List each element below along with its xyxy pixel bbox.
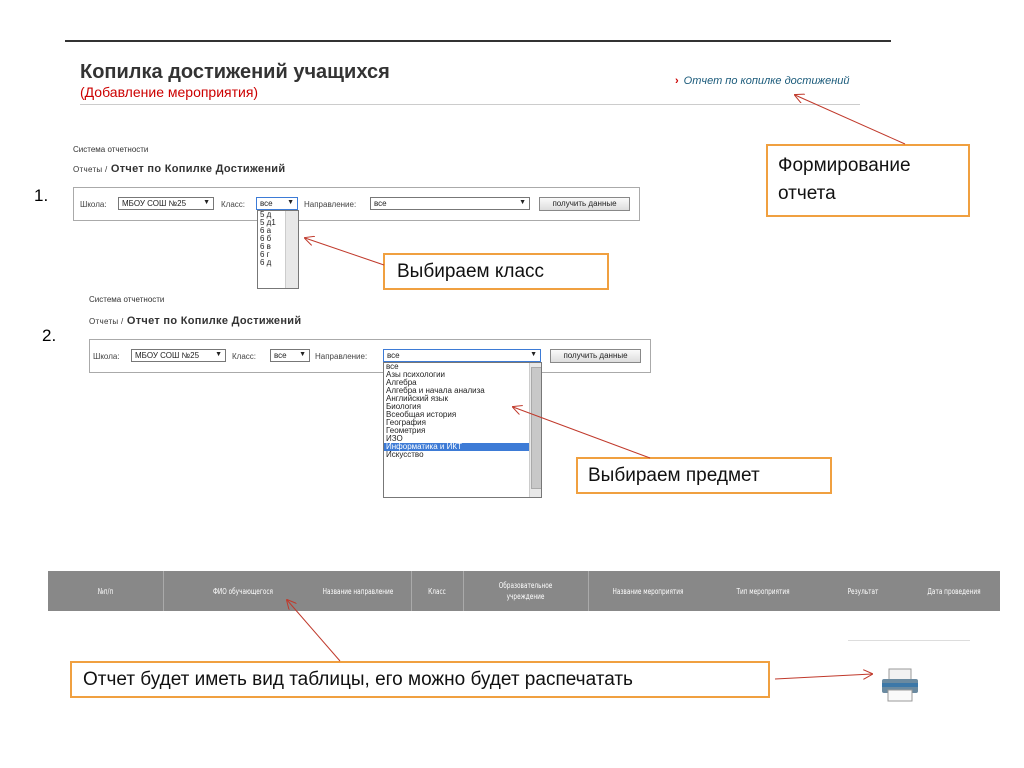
report-heading: Отчет по Копилке Достижений: [126, 315, 302, 327]
column-header: Класс: [428, 586, 446, 596]
class-dropdown-list[interactable]: 5 д 5 д1 6 а 6 б 6 в 6 г 6 д: [257, 210, 299, 289]
direction-select[interactable]: все ▼: [383, 349, 541, 362]
report-heading: Отчет по Копилке Достижений: [110, 163, 286, 175]
direction-option[interactable]: все: [386, 362, 399, 371]
class-select[interactable]: все ▼: [270, 349, 310, 362]
breadcrumb-reports[interactable]: Отчеты /: [73, 165, 108, 174]
arrow-to-report-link: [795, 95, 906, 145]
school-select[interactable]: МБОУ СОШ №25 ▼: [131, 349, 226, 362]
printer-icon[interactable]: [880, 667, 920, 703]
column-header: Образовательное учреждение: [498, 581, 553, 601]
column-header: Тип мероприятия: [736, 586, 790, 596]
chevron-down-icon: ▼: [530, 351, 537, 358]
report-link-label: Отчет по копилке достижений: [683, 75, 850, 87]
page-title: Копилка достижений учащихся: [80, 61, 390, 83]
report-link[interactable]: › Отчет по копилке достижений: [675, 75, 850, 87]
school-label: Школа:: [93, 352, 120, 361]
callout-choose-class: Выбираем класс: [383, 253, 609, 290]
direction-option[interactable]: Алгебра и начала анализа: [386, 386, 485, 395]
class-option[interactable]: 6 в: [260, 242, 271, 251]
direction-option[interactable]: Алгебра: [386, 378, 417, 387]
class-option[interactable]: 6 д: [260, 258, 272, 267]
column-header: ФИО обучающегося: [212, 586, 274, 596]
column-header: Название мероприятия: [612, 586, 684, 596]
class-select-value: все: [260, 199, 273, 208]
direction-option[interactable]: Искусство: [386, 450, 424, 459]
column-header: Дата проведения: [927, 586, 981, 596]
chevron-down-icon: ▼: [203, 199, 210, 206]
breadcrumb-reports[interactable]: Отчеты /: [89, 317, 124, 326]
direction-option[interactable]: Азы психологии: [386, 370, 446, 379]
column-divider: [463, 571, 464, 611]
school-select[interactable]: МБОУ СОШ №25 ▼: [118, 197, 214, 210]
school-label: Школа:: [80, 200, 107, 209]
breadcrumb-system[interactable]: Система отчетности: [73, 145, 149, 154]
column-divider: [588, 571, 589, 611]
class-option[interactable]: 5 д: [260, 210, 272, 219]
class-dropdown-scrollbar[interactable]: [285, 211, 298, 288]
chevron-down-icon: ▼: [215, 351, 222, 358]
direction-label: Направление:: [304, 200, 357, 209]
section-heading: Отчеты / Отчет по Копилке Достижений: [89, 315, 301, 327]
direction-option-selected[interactable]: Информатика и ИКТ: [384, 443, 541, 451]
direction-select[interactable]: все ▼: [370, 197, 530, 210]
callout-table-note: Отчет будет иметь вид таблицы, его можно…: [70, 661, 770, 698]
direction-dropdown-scrollbar[interactable]: [529, 363, 541, 497]
school-select-value: МБОУ СОШ №25: [122, 199, 187, 208]
class-option[interactable]: 5 д1: [260, 218, 276, 227]
class-option[interactable]: 6 б: [260, 234, 272, 243]
get-data-button[interactable]: получить данные: [539, 197, 630, 211]
chevron-down-icon: ▼: [519, 199, 526, 206]
column-header: №п/п: [97, 586, 114, 596]
header-divider: [80, 104, 860, 105]
chevron-down-icon: ▼: [287, 199, 294, 206]
direction-option[interactable]: Геометрия: [386, 426, 426, 435]
direction-option[interactable]: ИЗО: [386, 434, 403, 443]
class-label: Класс:: [232, 352, 256, 361]
direction-option[interactable]: Английский язык: [386, 394, 449, 403]
step-number-2: 2.: [42, 326, 57, 345]
printer-divider: [848, 640, 970, 641]
direction-option[interactable]: Всеобщая история: [386, 410, 457, 419]
school-select-value: МБОУ СОШ №25: [135, 351, 200, 360]
direction-select-value: все: [374, 199, 387, 208]
class-label: Класс:: [221, 200, 245, 209]
arrow-to-subject-list: [513, 407, 651, 459]
arrow-to-class-list: [305, 238, 385, 266]
step-number-1: 1.: [34, 186, 49, 205]
chevron-down-icon: ▼: [299, 351, 306, 358]
class-option[interactable]: 6 а: [260, 226, 272, 235]
chevron-right-icon: ›: [675, 75, 679, 87]
breadcrumb-system[interactable]: Система отчетности: [89, 295, 165, 304]
direction-select-value: все: [387, 351, 400, 360]
class-select-value: все: [274, 351, 287, 360]
column-divider: [163, 571, 164, 611]
class-option[interactable]: 6 г: [260, 250, 270, 259]
direction-label: Направление:: [315, 352, 368, 361]
callout-report: Формирование отчета: [766, 144, 970, 217]
page-subtitle: (Добавление мероприятия): [80, 84, 259, 100]
scrollbar-thumb[interactable]: [531, 367, 541, 489]
callout-choose-subject: Выбираем предмет: [576, 457, 832, 494]
column-header: Название направление: [322, 586, 394, 596]
column-header: Результат: [847, 586, 879, 596]
arrow-to-printer: [774, 674, 872, 680]
direction-option[interactable]: География: [386, 418, 426, 427]
direction-option[interactable]: Биология: [386, 402, 421, 411]
get-data-button[interactable]: получить данные: [550, 349, 641, 363]
top-divider: [65, 40, 891, 42]
arrow-to-table-column: [287, 600, 341, 662]
direction-dropdown-list[interactable]: все Азы психологии Алгебра Алгебра и нач…: [383, 362, 542, 498]
report-table-header: №п/п ФИО обучающегося Название направлен…: [48, 571, 1000, 611]
section-heading: Отчеты / Отчет по Копилке Достижений: [73, 163, 285, 175]
column-divider: [411, 571, 412, 611]
class-select[interactable]: все ▼: [256, 197, 298, 210]
